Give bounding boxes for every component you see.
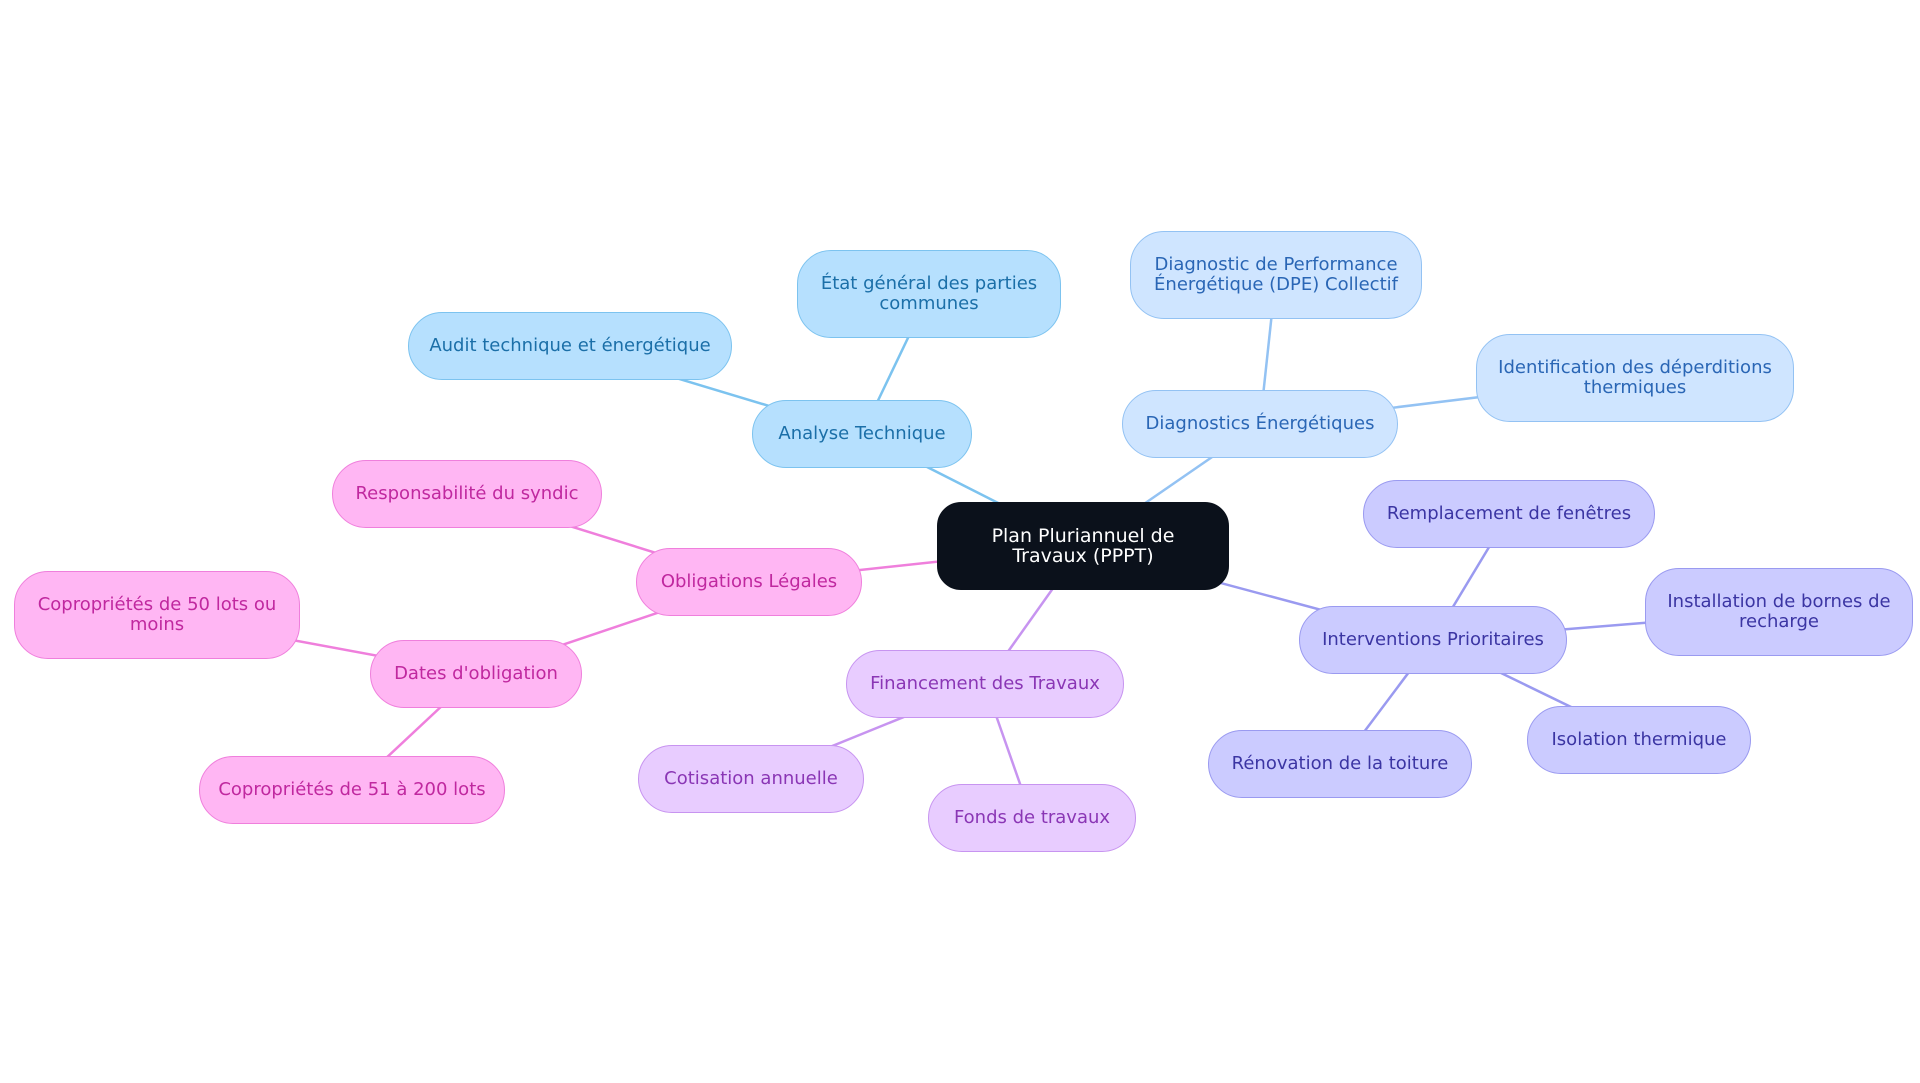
node-dpe-collectif[interactable]: Diagnostic de Performance Énergétique (D… [1130, 231, 1422, 319]
node-financement-travaux[interactable]: Financement des Travaux [846, 650, 1124, 718]
node-label: Fonds de travaux [953, 807, 1111, 828]
node-diagnostics-energetiques[interactable]: Diagnostics Énergétiques [1122, 390, 1398, 458]
node-label: Isolation thermique [1551, 729, 1727, 750]
node-label: Financement des Travaux [870, 673, 1100, 694]
node-label: Cotisation annuelle [664, 768, 838, 789]
node-fonds-travaux[interactable]: Fonds de travaux [928, 784, 1136, 852]
node-label: Obligations Légales [660, 571, 838, 592]
node-deperditions-thermiques[interactable]: Identification des déperditions thermiqu… [1476, 334, 1794, 422]
node-label: Installation de bornes de recharge [1667, 591, 1891, 632]
node-renovation-toiture[interactable]: Rénovation de la toiture [1208, 730, 1472, 798]
node-label: Interventions Prioritaires [1322, 629, 1544, 650]
node-label: Remplacement de fenêtres [1386, 503, 1632, 524]
node-coproprietes-51-200-lots[interactable]: Copropriétés de 51 à 200 lots [199, 756, 505, 824]
node-label: Diagnostics Énergétiques [1145, 413, 1375, 434]
node-coproprietes-50-lots[interactable]: Copropriétés de 50 lots ou moins [14, 571, 300, 659]
node-label: Analyse Technique [778, 423, 946, 444]
node-label: Plan Pluriannuel de Travaux (PPPT) [991, 525, 1175, 567]
node-cotisation-annuelle[interactable]: Cotisation annuelle [638, 745, 864, 813]
node-dates-obligation[interactable]: Dates d'obligation [370, 640, 582, 708]
node-obligations-legales[interactable]: Obligations Légales [636, 548, 862, 616]
node-label: Identification des déperditions thermiqu… [1498, 357, 1772, 398]
node-bornes-recharge[interactable]: Installation de bornes de recharge [1645, 568, 1913, 656]
node-audit-technique[interactable]: Audit technique et énergétique [408, 312, 732, 380]
node-label: Copropriétés de 50 lots ou moins [37, 594, 277, 635]
node-label: Copropriétés de 51 à 200 lots [218, 779, 486, 800]
root-node[interactable]: Plan Pluriannuel de Travaux (PPPT) [937, 502, 1229, 590]
node-label: Rénovation de la toiture [1231, 753, 1449, 774]
node-interventions-prioritaires[interactable]: Interventions Prioritaires [1299, 606, 1567, 674]
node-label: État général des parties communes [820, 273, 1038, 314]
node-label: Audit technique et énergétique [429, 335, 711, 356]
node-label: Dates d'obligation [394, 663, 558, 684]
node-etat-general[interactable]: État général des parties communes [797, 250, 1061, 338]
node-isolation-thermique[interactable]: Isolation thermique [1527, 706, 1751, 774]
node-responsabilite-syndic[interactable]: Responsabilité du syndic [332, 460, 602, 528]
node-analyse-technique[interactable]: Analyse Technique [752, 400, 972, 468]
node-label: Responsabilité du syndic [355, 483, 579, 504]
node-label: Diagnostic de Performance Énergétique (D… [1154, 254, 1398, 295]
node-remplacement-fenetres[interactable]: Remplacement de fenêtres [1363, 480, 1655, 548]
